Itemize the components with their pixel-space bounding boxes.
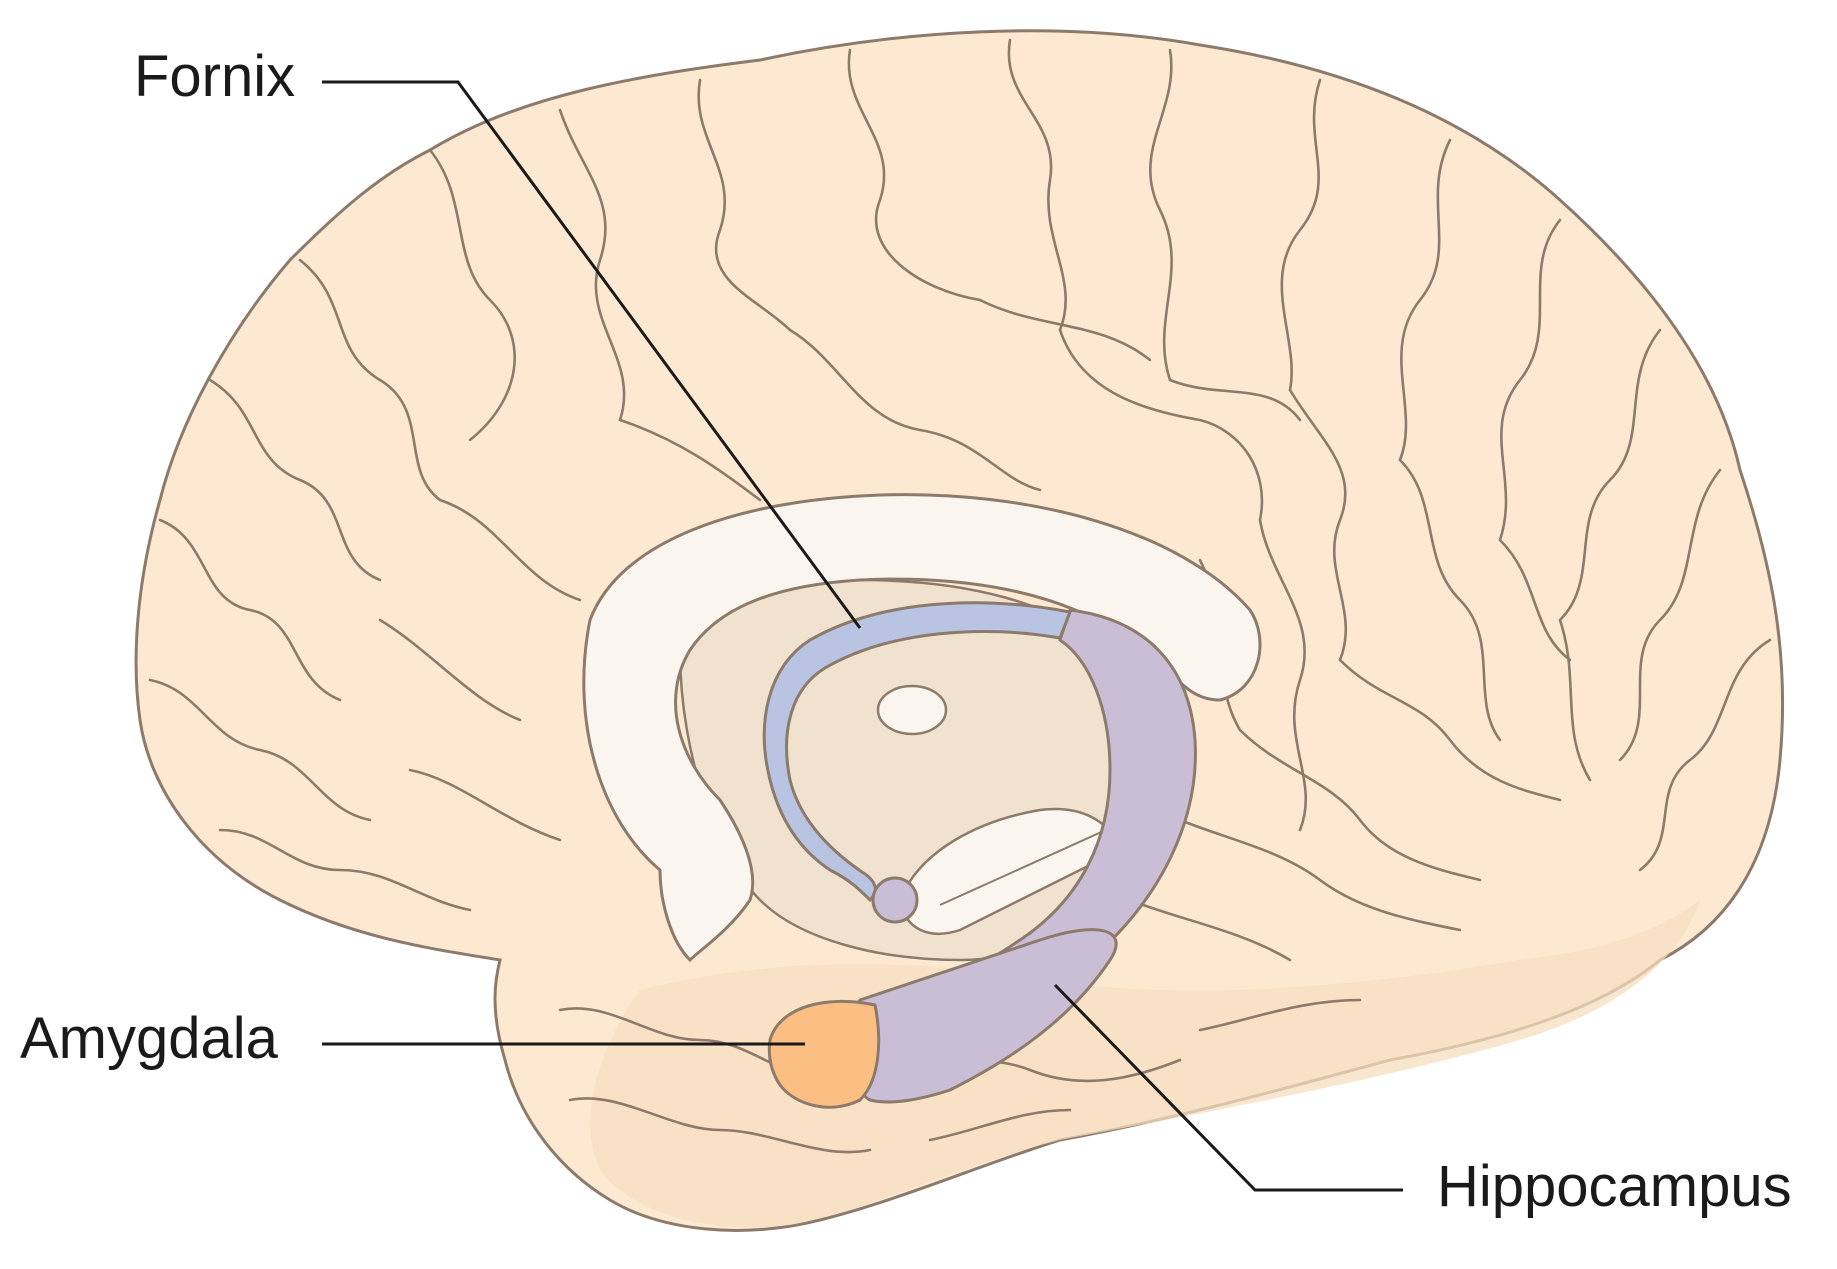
amygdala-label: Amygdala xyxy=(20,1006,279,1071)
mammillary-body xyxy=(873,878,917,922)
amygdala xyxy=(769,1001,878,1107)
hippocampus-label: Hippocampus xyxy=(1437,1154,1792,1219)
fornix-label: Fornix xyxy=(134,44,295,109)
interthalamic-adhesion xyxy=(878,686,946,734)
